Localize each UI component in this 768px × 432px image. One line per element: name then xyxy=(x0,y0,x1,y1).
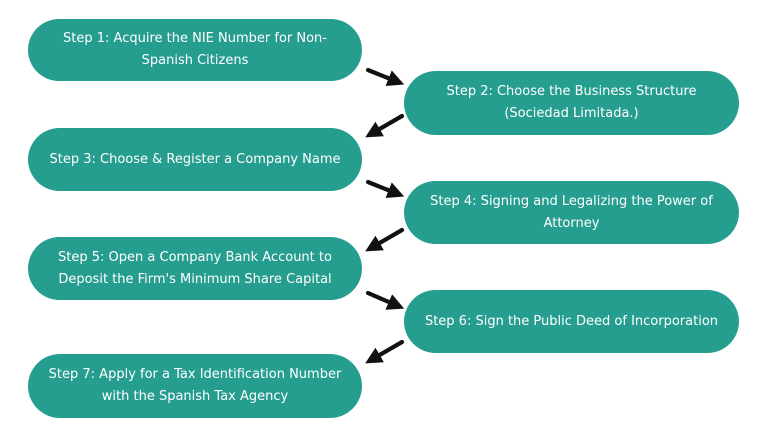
step-7-line-1: Step 7: Apply for a Tax Identification N… xyxy=(48,367,342,382)
step-5-line-1: Step 5: Open a Company Bank Account to xyxy=(58,249,332,265)
arrow-icon xyxy=(365,339,405,364)
step-2-line-1: Step 2: Choose the Business Structure xyxy=(446,84,697,99)
step-6-line-1: Step 6: Sign the Public Deed of Incorpor… xyxy=(424,313,719,329)
step-1-line-1: Step 1: Acquire the NIE Number for Non- xyxy=(63,31,327,46)
arrow-icon xyxy=(365,67,405,87)
arrow-icon xyxy=(365,113,405,138)
step-4-box: Step 4: Signing and Legalizing the Power… xyxy=(404,181,739,244)
arrow-icon xyxy=(365,179,405,199)
step-6-box: Step 6: Sign the Public Deed of Incorpor… xyxy=(404,290,739,353)
step-2-line-2: (Sociedad Limitada.) xyxy=(504,106,639,121)
step-2-box: Step 2: Choose the Business Structure (S… xyxy=(404,71,739,135)
arrow-icon xyxy=(365,227,405,252)
step-5-box: Step 5: Open a Company Bank Account to D… xyxy=(28,237,362,300)
step-3-line-1: Step 3: Choose & Register a Company Name xyxy=(49,151,341,167)
step-7-box: Step 7: Apply for a Tax Identification N… xyxy=(28,354,362,418)
step-4-line-2: Attorney xyxy=(543,215,600,231)
step-1-box: Step 1: Acquire the NIE Number for Non- … xyxy=(28,19,362,81)
step-7-line-2: with the Spanish Tax Agency xyxy=(101,389,289,404)
arrow-icon xyxy=(365,290,405,310)
step-5-line-2: Deposit the Firm's Minimum Share Capital xyxy=(58,271,332,287)
step-1-line-2: Spanish Citizens xyxy=(141,53,249,68)
step-4-line-1: Step 4: Signing and Legalizing the Power… xyxy=(430,193,713,209)
step-3-box: Step 3: Choose & Register a Company Name xyxy=(28,128,362,191)
